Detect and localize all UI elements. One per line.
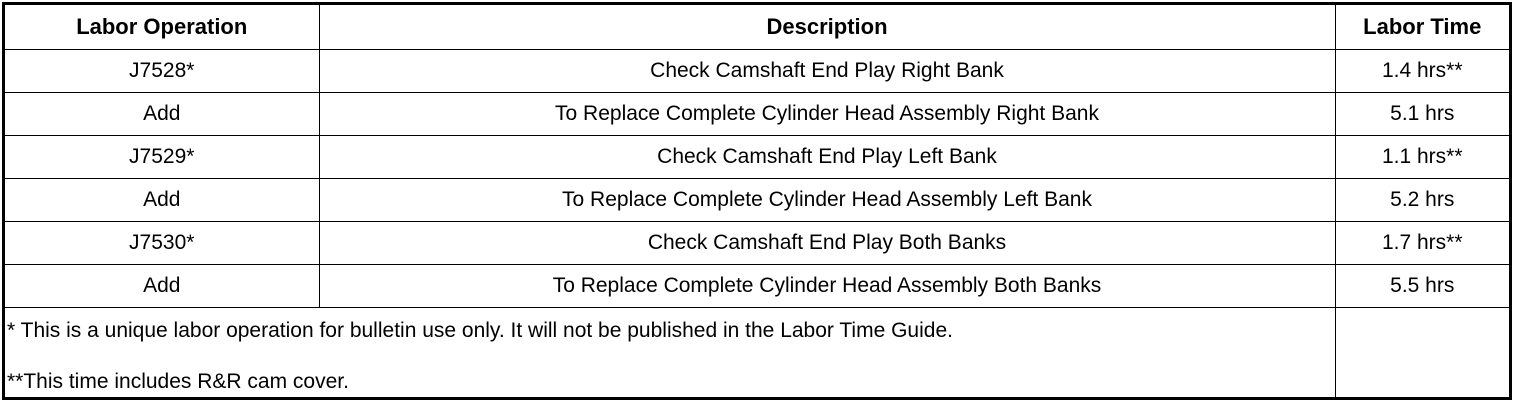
- cell-operation: Add: [5, 263, 320, 308]
- cell-time: 5.5 hrs: [1334, 263, 1509, 308]
- table-row: J7528* Check Camshaft End Play Right Ban…: [5, 48, 1509, 93]
- footnote-unique-operation: * This is a unique labor operation for b…: [7, 318, 953, 342]
- footnote-cam-cover: **This time includes R&R cam cover.: [7, 369, 349, 393]
- table-row: Add To Replace Complete Cylinder Head As…: [5, 177, 1509, 222]
- cell-operation: Add: [5, 91, 320, 136]
- cell-description: To Replace Complete Cylinder Head Assemb…: [318, 91, 1336, 136]
- header-labor-time: Labor Time: [1334, 5, 1509, 50]
- cell-description: Check Camshaft End Play Both Banks: [318, 220, 1336, 265]
- notes-row: * This is a unique labor operation for b…: [5, 306, 1509, 397]
- cell-description: Check Camshaft End Play Left Bank: [318, 134, 1336, 179]
- table-row: J7530* Check Camshaft End Play Both Bank…: [5, 220, 1509, 265]
- table-row: Add To Replace Complete Cylinder Head As…: [5, 91, 1509, 136]
- cell-description: To Replace Complete Cylinder Head Assemb…: [318, 263, 1336, 308]
- notes-cell: * This is a unique labor operation for b…: [5, 306, 1336, 397]
- cell-time: 1.7 hrs**: [1334, 220, 1509, 265]
- cell-operation: J7528*: [5, 48, 320, 93]
- table-row: J7529* Check Camshaft End Play Left Bank…: [5, 134, 1509, 179]
- cell-time: 1.1 hrs**: [1334, 134, 1509, 179]
- cell-operation: Add: [5, 177, 320, 222]
- labor-time-table-frame: Labor Operation Description Labor Time J…: [2, 2, 1512, 400]
- cell-time: 5.1 hrs: [1334, 91, 1509, 136]
- header-labor-operation: Labor Operation: [5, 5, 320, 50]
- header-description: Description: [318, 5, 1336, 50]
- table-row: Add To Replace Complete Cylinder Head As…: [5, 263, 1509, 308]
- labor-time-table: Labor Operation Description Labor Time J…: [5, 5, 1509, 397]
- notes-empty-cell: [1334, 306, 1509, 397]
- cell-time: 1.4 hrs**: [1334, 48, 1509, 93]
- cell-time: 5.2 hrs: [1334, 177, 1509, 222]
- cell-operation: J7530*: [5, 220, 320, 265]
- cell-description: Check Camshaft End Play Right Bank: [318, 48, 1336, 93]
- table-header-row: Labor Operation Description Labor Time: [5, 5, 1509, 50]
- cell-description: To Replace Complete Cylinder Head Assemb…: [318, 177, 1336, 222]
- cell-operation: J7529*: [5, 134, 320, 179]
